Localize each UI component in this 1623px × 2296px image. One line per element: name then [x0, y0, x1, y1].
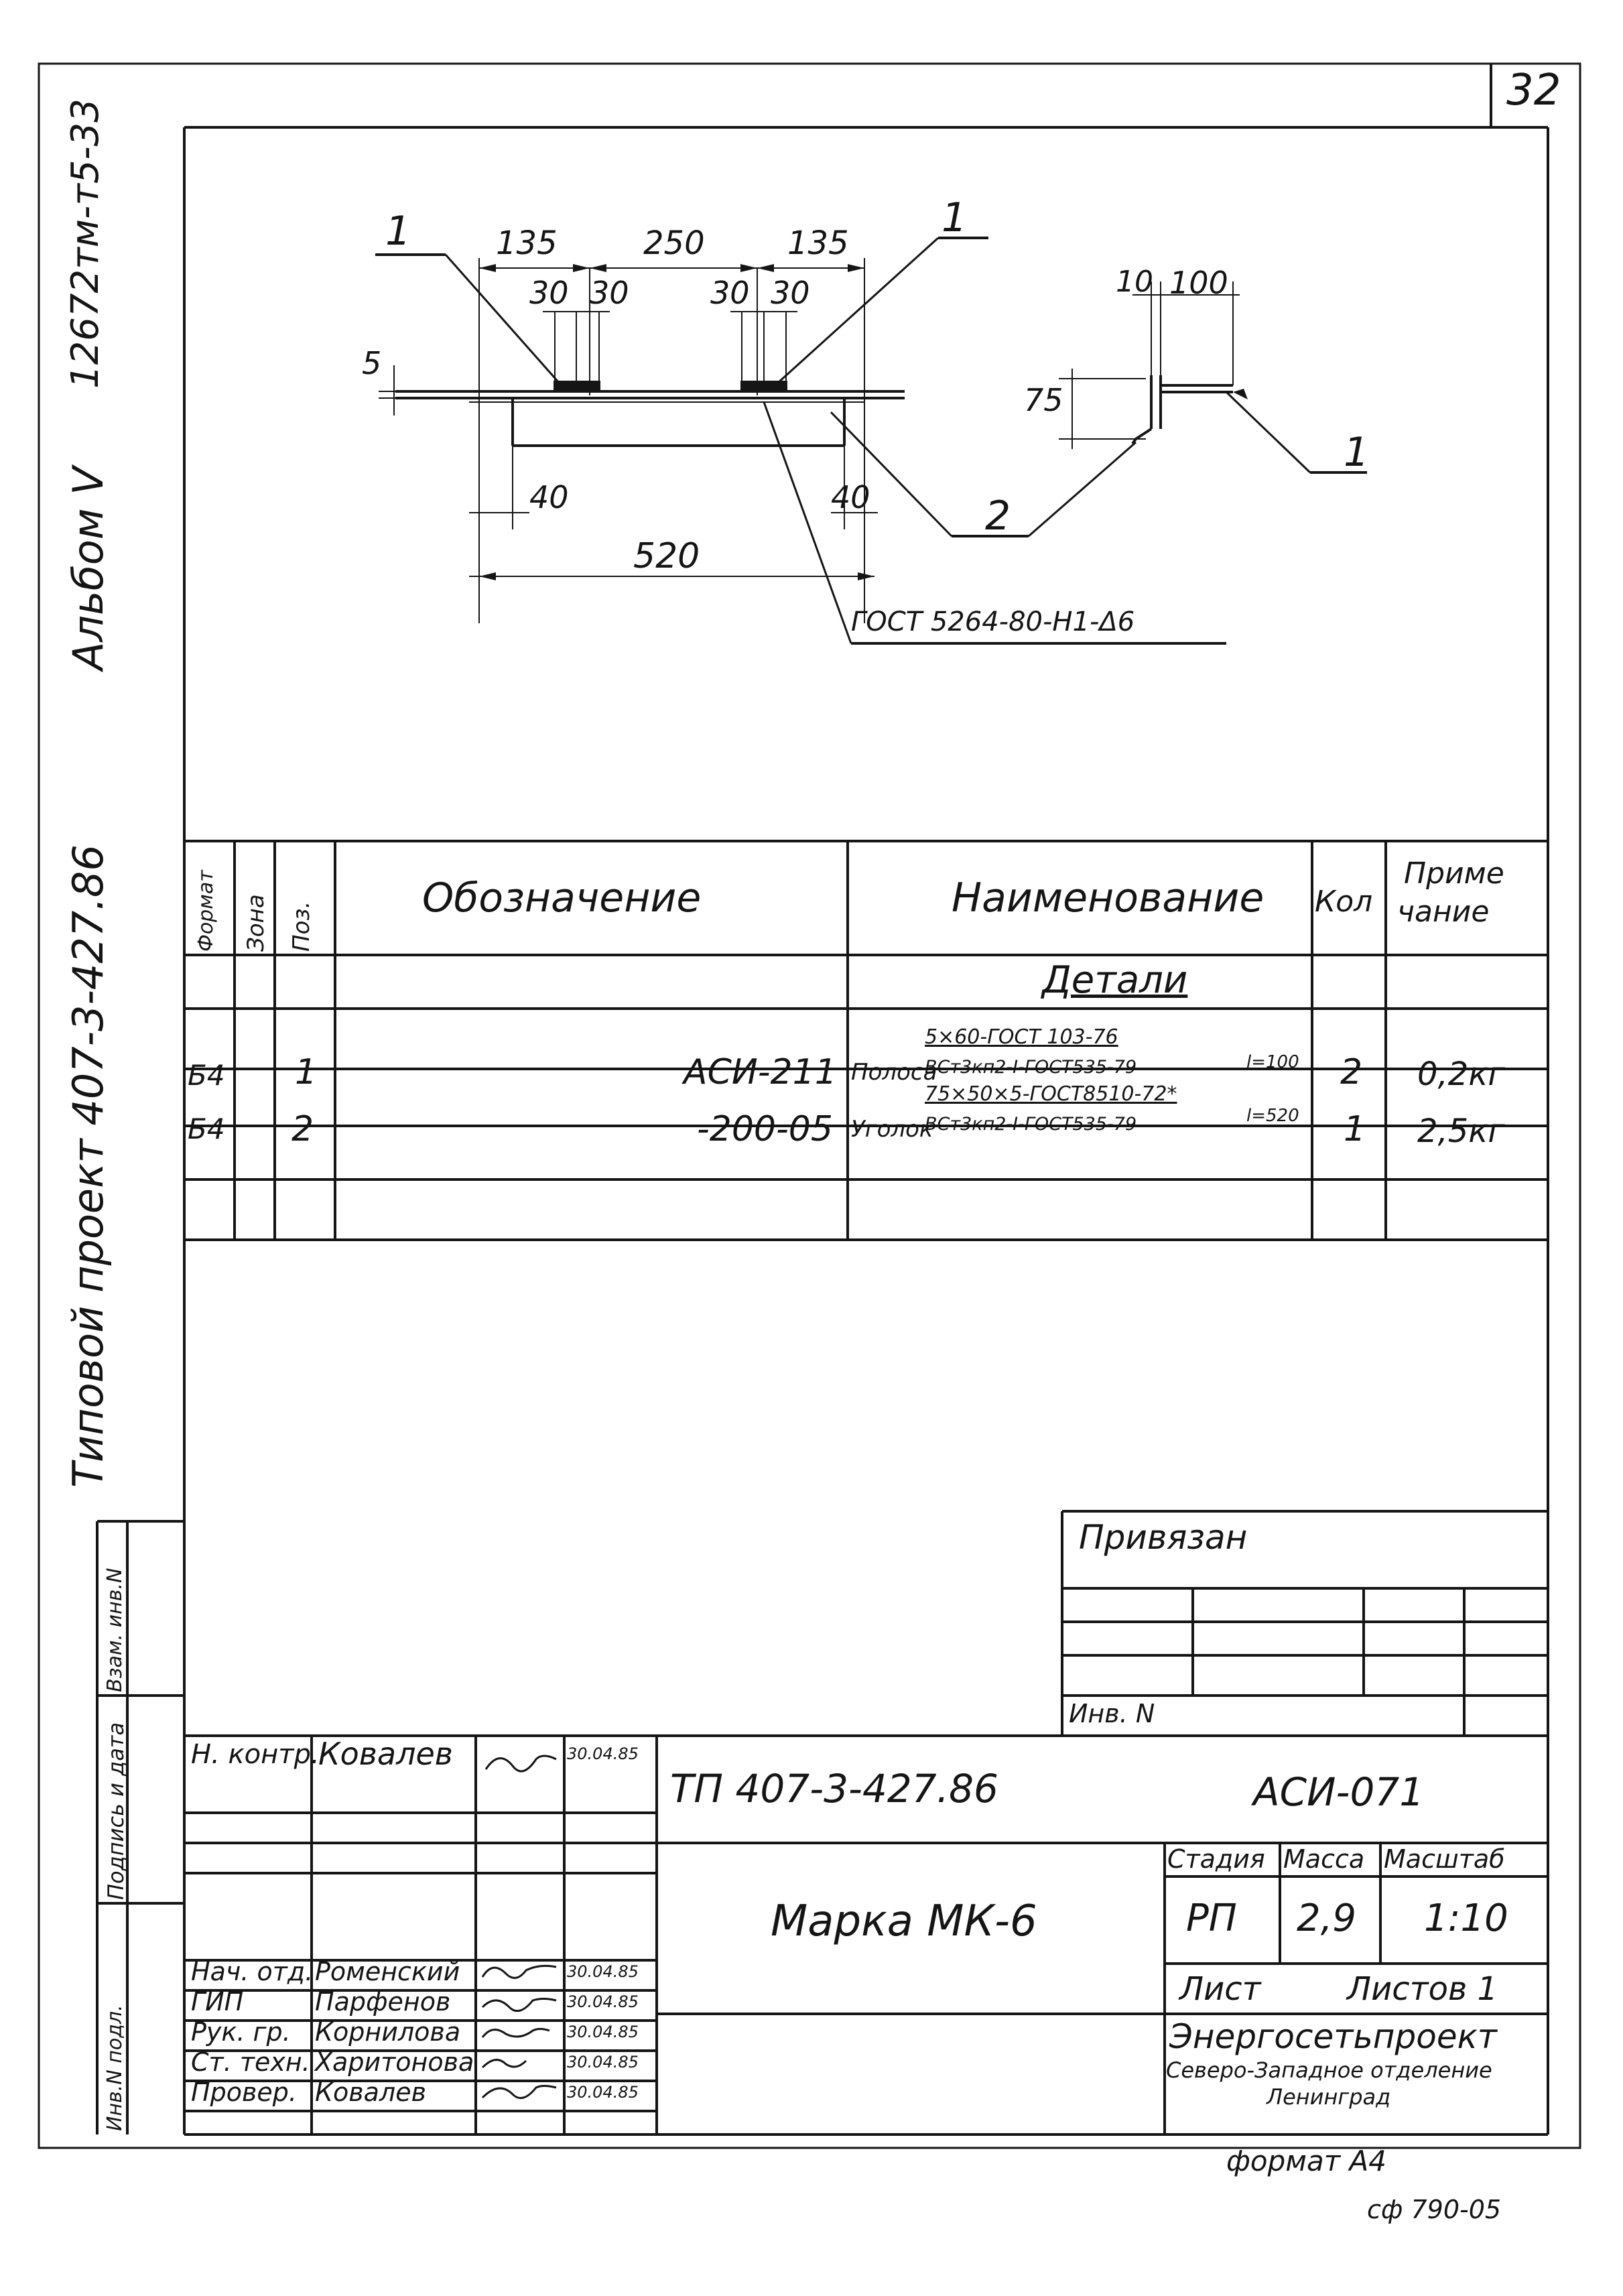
- mark-code: АСИ-071: [1253, 1769, 1425, 1815]
- signer-date-3: 30.04.85: [567, 1992, 639, 2011]
- stage-value: РП: [1186, 1897, 1237, 1940]
- signature-4: [481, 2028, 550, 2038]
- dim-135-right: 135: [787, 225, 849, 262]
- org-branch: Северо-Западное отделение: [1166, 2057, 1492, 2083]
- row1-qty: 2: [1340, 1052, 1363, 1092]
- scale-label: Масштаб: [1384, 1844, 1505, 1874]
- sheet-label: Лист: [1179, 1970, 1261, 2008]
- callout-pos-1-right: 1: [942, 194, 968, 241]
- signature-6: [481, 2085, 557, 2100]
- org-city: Ленинград: [1267, 2084, 1391, 2110]
- row2-designation: -200-05: [697, 1109, 833, 1149]
- dim-10: 10: [1116, 265, 1153, 299]
- signer-name-6: Ковалев: [315, 2078, 426, 2107]
- header-name: Наименование: [952, 875, 1264, 921]
- row1-name-bottom: ВСт3кп2-I-ГОСТ535-79: [925, 1057, 1137, 1078]
- org-name: Энергосетьпроект: [1169, 2017, 1497, 2056]
- row1-length: l=100: [1246, 1052, 1299, 1072]
- signer-date-2: 30.04.85: [567, 1962, 639, 1981]
- signer-name-2: Роменский: [315, 1957, 460, 1986]
- stage-label: Стадия: [1167, 1844, 1265, 1874]
- drawing-title: Марка МК-6: [771, 1897, 1037, 1946]
- dim-30-c: 30: [710, 275, 750, 311]
- dim-30-d: 30: [771, 275, 810, 311]
- header-note-1: Приме: [1404, 856, 1504, 891]
- dim-100: 100: [1169, 265, 1228, 301]
- signer-date-4: 30.04.85: [567, 2023, 639, 2041]
- signer-date-5: 30.04.85: [567, 2053, 639, 2071]
- row2-pos: 2: [291, 1109, 314, 1149]
- row1-name-top: 5×60-ГОСТ 103-76: [925, 1025, 1118, 1049]
- callout-pos-1-left: 1: [385, 208, 411, 255]
- row2-name-top: 75×50×5-ГОСТ8510-72*: [925, 1082, 1177, 1106]
- dim-30-a: 30: [529, 275, 569, 311]
- dim-135-left: 135: [496, 225, 558, 262]
- row1-designation: АСИ-211: [684, 1052, 837, 1092]
- dim-520: 520: [633, 536, 700, 576]
- sheet-number: 32: [1506, 66, 1561, 115]
- signature-2: [481, 1964, 557, 1979]
- privyazan-inv: Инв. N: [1069, 1699, 1155, 1728]
- doc-code: ТП 407-3-427.86: [670, 1766, 998, 1811]
- mass-label: Масса: [1283, 1844, 1365, 1874]
- signer-date-1: 30.04.85: [567, 1744, 639, 1763]
- row1-name: Полоса: [851, 1059, 937, 1086]
- row2-name-bottom: ВСт3кп2-I-ГОСТ535-79: [925, 1114, 1137, 1135]
- signer-role-3: ГИП: [191, 1987, 244, 2017]
- callout-pos-1-angle: 1: [1344, 429, 1370, 476]
- signer-name-4: Корнилова: [315, 2017, 461, 2047]
- header-note-2: чание: [1397, 895, 1490, 929]
- signer-role-4: Рук. гр.: [191, 2017, 291, 2047]
- paper-format: формат А4: [1226, 2145, 1386, 2177]
- row2-format: Б4: [188, 1112, 225, 1145]
- signature-5: [481, 2059, 527, 2069]
- signer-role-2: Нач. отд.: [191, 1957, 314, 1986]
- signer-date-6: 30.04.85: [567, 2083, 639, 2102]
- weld-note: ГОСТ 5264-80-Н1-Δ6: [851, 607, 1135, 637]
- section-details: Детали: [1042, 958, 1188, 1002]
- mass-value: 2,9: [1297, 1897, 1357, 1940]
- dim-75: 75: [1024, 382, 1063, 418]
- callout-pos-2: 2: [985, 493, 1011, 539]
- footer-code: сф 790-05: [1367, 2195, 1502, 2224]
- plate-drawing: [375, 237, 1367, 645]
- header-designation: Обозначение: [422, 875, 702, 921]
- row1-format: Б4: [188, 1059, 225, 1092]
- dim-30-b: 30: [590, 275, 629, 311]
- signer-role-1: Н. контр.: [191, 1739, 320, 1770]
- sheets-label: Листов 1: [1347, 1970, 1498, 2008]
- scale-value: 1:10: [1424, 1897, 1508, 1940]
- row2-length: l=520: [1246, 1106, 1299, 1126]
- signer-role-6: Провер.: [191, 2078, 297, 2107]
- signer-name-5: Харитонова: [315, 2047, 474, 2077]
- privyazan-title: Привязан: [1079, 1518, 1248, 1557]
- row1-pos: 1: [295, 1052, 318, 1092]
- signer-name-1: Ковалев: [318, 1736, 453, 1772]
- signer-name-3: Парфенов: [315, 1987, 451, 2017]
- dim-5: 5: [362, 345, 382, 381]
- dim-250: 250: [643, 225, 705, 262]
- header-qty: Кол: [1315, 885, 1373, 919]
- row2-name: Уголок: [851, 1116, 933, 1143]
- row2-qty: 1: [1344, 1109, 1366, 1149]
- dim-40-left: 40: [529, 479, 569, 515]
- signature-1: [484, 1755, 557, 1773]
- row2-note: 2,5кг: [1417, 1112, 1505, 1150]
- signer-role-5: Ст. техн.: [191, 2047, 310, 2077]
- row1-note: 0,2кг: [1417, 1056, 1505, 1093]
- dim-40-right: 40: [831, 479, 870, 515]
- signature-3: [481, 1998, 557, 2013]
